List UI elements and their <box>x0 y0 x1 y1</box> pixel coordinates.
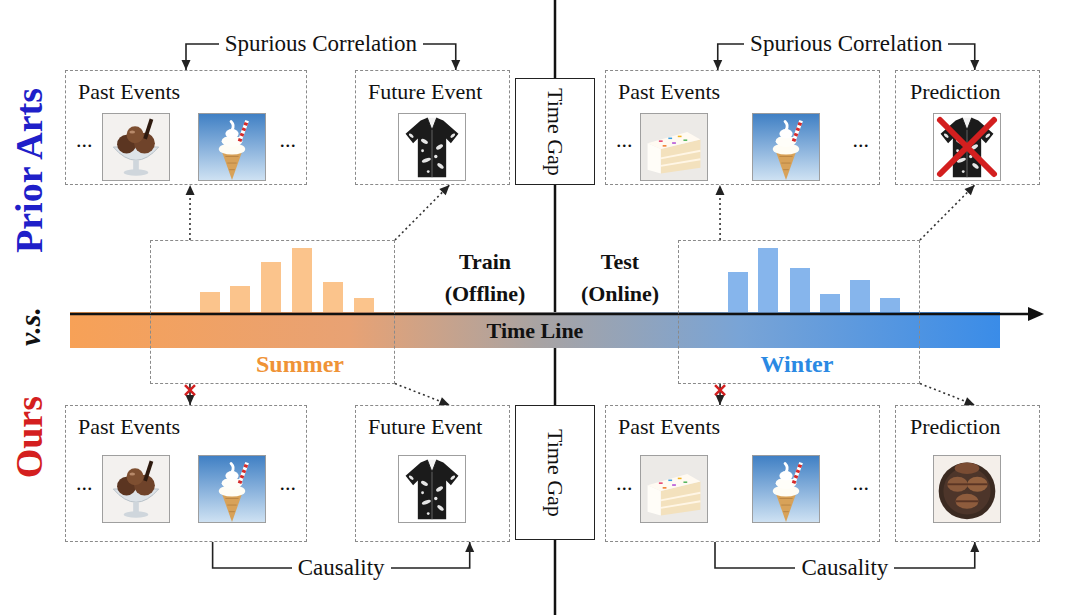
event-box: Past Events...... <box>65 405 307 542</box>
ellipsis: ... <box>76 470 93 495</box>
arrow-head <box>451 60 460 70</box>
connector <box>920 185 975 240</box>
arrow-head <box>716 395 725 405</box>
summer-histogram <box>323 282 343 312</box>
vertical-label: Time Gap <box>542 429 567 517</box>
event-image <box>398 455 465 522</box>
blocked-mark <box>715 385 725 395</box>
summer-histogram <box>200 248 374 312</box>
edge-label: Spurious Correlation <box>219 31 423 57</box>
summer-histogram <box>261 262 281 312</box>
side-title: v.s. <box>13 307 48 346</box>
summer-histogram <box>292 248 312 312</box>
ellipsis: ... <box>616 470 633 495</box>
connector <box>920 384 975 405</box>
arrow-head <box>186 185 195 195</box>
winter-histogram <box>790 268 810 312</box>
summer-histogram <box>230 286 250 312</box>
prediction-box: Prediction <box>895 405 1040 542</box>
ellipsis: ... <box>280 470 297 495</box>
ellipsis: ... <box>76 127 93 152</box>
wrong-mark <box>940 120 994 174</box>
event-box: Past Events...... <box>605 70 880 185</box>
winter-histogram <box>758 248 778 312</box>
summer-histogram <box>200 292 220 312</box>
timeline-arrow <box>1028 307 1044 321</box>
side-title: Prior Arts <box>8 88 52 253</box>
winter-histogram <box>728 272 748 312</box>
event-image <box>102 455 169 522</box>
phase-label: Test (Online) <box>560 246 680 310</box>
connector <box>395 185 450 240</box>
timeline-band-fill <box>70 312 1000 348</box>
arrow-head <box>439 185 449 195</box>
wrong-mark <box>940 120 994 174</box>
arrow-head <box>965 185 975 195</box>
ellipsis: ... <box>616 127 633 152</box>
distribution-box: Winter <box>678 240 920 384</box>
timeline-arrow <box>70 313 1030 316</box>
box-title: Prediction <box>910 79 1000 104</box>
event-image <box>198 455 265 522</box>
prediction-box: Prediction <box>895 70 1040 185</box>
ellipsis: ... <box>853 127 870 152</box>
arrow-head <box>715 185 724 195</box>
winter-histogram <box>820 294 840 312</box>
ellipsis: ... <box>853 470 870 495</box>
event-box: Future Event <box>355 405 510 542</box>
winter-histogram <box>850 280 870 312</box>
box-title: Future Event <box>368 414 482 439</box>
summer-histogram <box>354 298 374 312</box>
event-image <box>102 113 169 180</box>
box-title: Future Event <box>368 79 482 104</box>
event-image <box>933 455 1000 522</box>
time-gap-box: Time Gap <box>515 405 595 540</box>
event-box: Past Events...... <box>65 70 307 185</box>
box-title: Past Events <box>618 414 720 439</box>
edge-label: Spurious Correlation <box>744 31 948 57</box>
winter-histogram <box>728 248 900 312</box>
phase-label: Train (Offline) <box>425 246 545 310</box>
arrow-head <box>970 60 979 70</box>
event-box: Past Events...... <box>605 405 880 542</box>
event-box: Future Event <box>355 70 510 185</box>
timeline-label: Time Line <box>487 318 584 343</box>
event-image <box>752 113 819 180</box>
season-label: Summer <box>256 351 344 379</box>
vertical-label: Time Gap <box>542 88 567 176</box>
blocked-mark <box>185 385 195 395</box>
box-title: Past Events <box>78 79 180 104</box>
event-image <box>640 113 707 180</box>
side-title: Ours <box>8 396 52 478</box>
event-image <box>198 113 265 180</box>
event-image <box>752 455 819 522</box>
ellipsis: ... <box>280 127 297 152</box>
event-image <box>640 455 707 522</box>
box-title: Prediction <box>910 414 1000 439</box>
connector <box>395 384 450 405</box>
box-title: Past Events <box>618 79 720 104</box>
arrow-head <box>182 60 191 70</box>
time-gap-box: Time Gap <box>515 78 595 185</box>
arrow-head <box>970 542 979 552</box>
arrow-head <box>465 542 474 552</box>
arrow-head <box>713 60 722 70</box>
timeline-band: Time Line <box>70 312 1000 349</box>
winter-histogram <box>880 298 900 312</box>
edge-label: Causality <box>795 555 894 581</box>
box-title: Past Events <box>78 414 180 439</box>
distribution-box: Summer <box>150 240 395 384</box>
event-image <box>933 113 1000 180</box>
edge-label: Causality <box>292 555 391 581</box>
arrow-head <box>186 395 195 405</box>
timeline-band-fill <box>70 312 1000 348</box>
event-image <box>398 113 465 180</box>
season-label: Winter <box>761 351 834 379</box>
